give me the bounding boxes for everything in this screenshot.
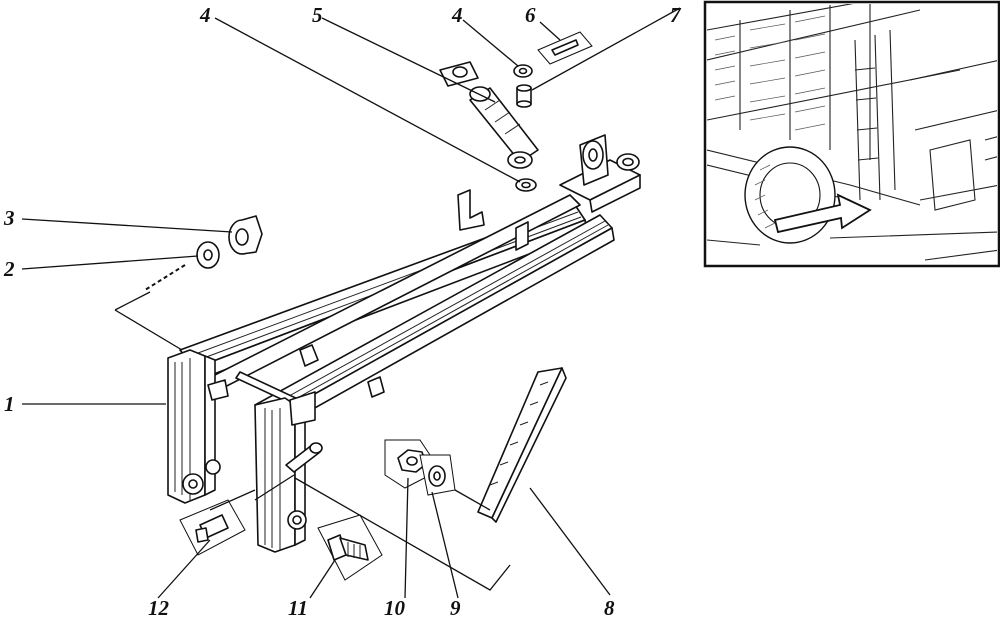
eye-bracket [439,61,479,87]
cotter-pin-part [537,31,593,65]
callout-11: 11 [288,596,308,620]
vehicle-location-inset [703,0,1000,268]
mounting-clip [457,189,485,231]
callout-5: 5 [312,3,323,27]
callout-8: 8 [604,596,615,620]
callout-7: 7 [670,3,682,27]
pin-stub [285,442,323,473]
small-plate [515,221,529,251]
roller-part [228,215,263,255]
callout-labels: 3 2 1 4 5 4 6 7 12 11 10 9 8 [3,3,682,620]
callout-4-right: 4 [451,3,463,27]
location-arrow-icon [773,193,872,234]
bolt-part [317,514,383,581]
callout-4-left: 4 [199,3,211,27]
callout-9: 9 [450,596,461,620]
frame-assembly [167,134,641,553]
washer-9-part [419,454,456,496]
callout-10: 10 [384,596,406,620]
left-post [167,349,229,504]
body-hatching [714,15,826,131]
right-post [254,391,316,553]
hinge-bracket [559,134,641,213]
leader-lines [21,7,681,599]
washer-part [196,241,220,269]
strip-plate-part [477,367,567,523]
callout-1: 1 [4,392,15,416]
callout-12: 12 [148,596,170,620]
fitting-part [179,499,246,556]
callout-3: 3 [3,206,15,230]
callout-2: 2 [3,257,15,281]
callout-6: 6 [525,3,536,27]
bushing-part [516,84,532,108]
